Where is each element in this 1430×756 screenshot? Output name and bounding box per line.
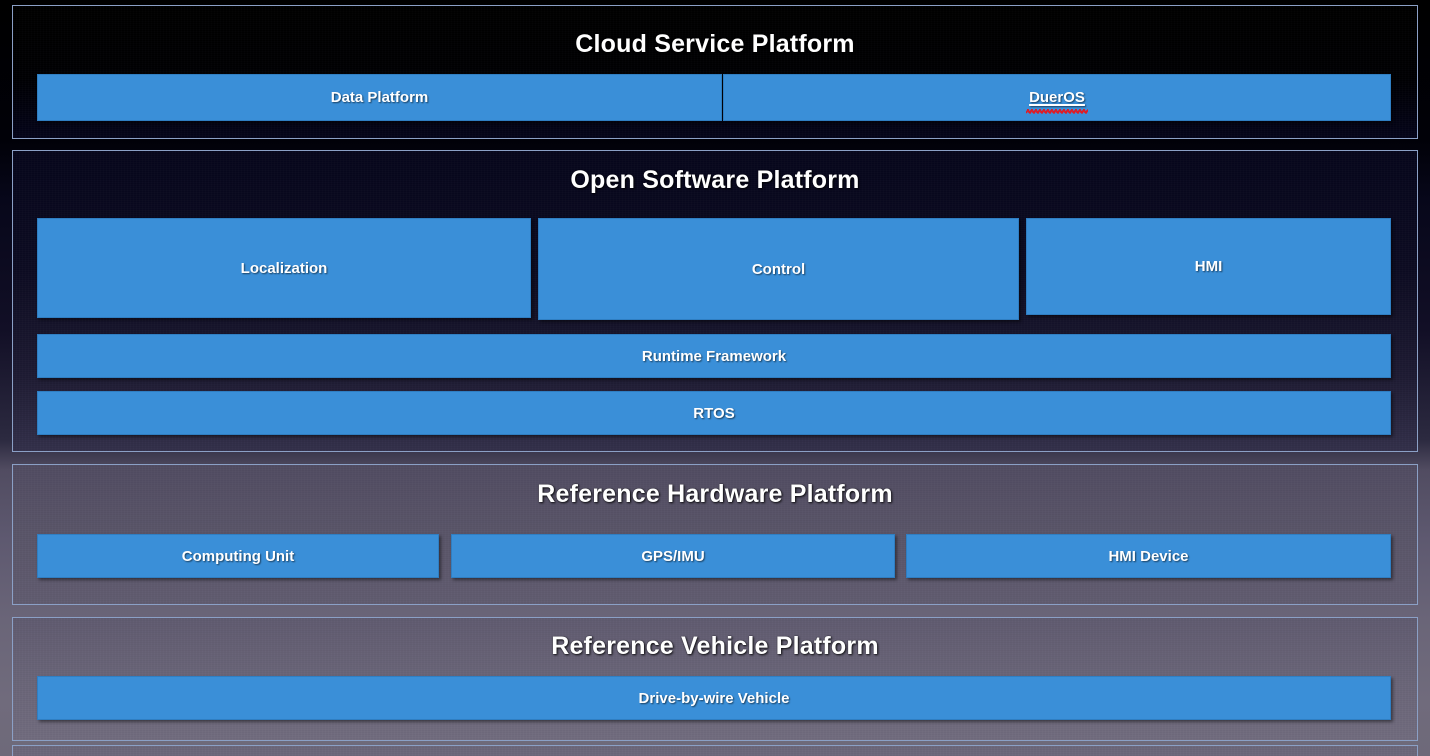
- block-data-platform[interactable]: Data Platform: [37, 74, 722, 121]
- spellcheck-squiggle-icon: [1025, 109, 1088, 114]
- panel-title-open-software-platform: Open Software Platform: [570, 166, 860, 194]
- block-runtime-framework[interactable]: Runtime Framework: [37, 334, 1391, 378]
- block-gps-imu[interactable]: GPS/IMU: [451, 534, 895, 578]
- panel-title-reference-hardware-platform: Reference Hardware Platform: [537, 480, 893, 508]
- panel-reference-hardware-platform[interactable]: Reference Hardware Platform Computing Un…: [12, 464, 1418, 605]
- block-hmi[interactable]: HMI: [1026, 218, 1391, 315]
- panel-title-reference-vehicle-platform: Reference Vehicle Platform: [551, 632, 879, 660]
- block-control[interactable]: Control: [538, 218, 1019, 320]
- panel-title-cloud-service-platform: Cloud Service Platform: [575, 30, 855, 58]
- block-hmi-device[interactable]: HMI Device: [906, 534, 1391, 578]
- block-label-localization: Localization: [240, 259, 328, 277]
- block-label-control: Control: [751, 260, 806, 278]
- block-localization[interactable]: Localization: [37, 218, 531, 318]
- block-drive-by-wire-vehicle[interactable]: Drive-by-wire Vehicle: [37, 676, 1391, 720]
- block-label-runtime-framework: Runtime Framework: [641, 347, 787, 365]
- block-computing-unit[interactable]: Computing Unit: [37, 534, 439, 578]
- panel-reference-vehicle-platform[interactable]: Reference Vehicle Platform Drive-by-wire…: [12, 617, 1418, 741]
- block-rtos[interactable]: RTOS: [37, 391, 1391, 435]
- panel-open-software-platform[interactable]: Open Software Platform Localization Cont…: [12, 150, 1418, 452]
- block-label-rtos: RTOS: [693, 404, 735, 422]
- block-label-computing-unit: Computing Unit: [181, 547, 295, 565]
- block-label-hmi-device: HMI Device: [1108, 547, 1189, 565]
- block-label-data-platform: Data Platform: [330, 89, 429, 106]
- panel-cloud-service-platform[interactable]: Cloud Service Platform Data Platform Due…: [12, 5, 1418, 139]
- panel-next-partial[interactable]: [12, 745, 1418, 756]
- block-label-drive-by-wire-vehicle: Drive-by-wire Vehicle: [638, 689, 790, 707]
- block-label-dueros: DuerOS: [1025, 89, 1088, 114]
- block-dueros[interactable]: DuerOS: [723, 74, 1391, 121]
- block-label-hmi: HMI: [1194, 258, 1223, 275]
- block-label-gps-imu: GPS/IMU: [641, 547, 705, 565]
